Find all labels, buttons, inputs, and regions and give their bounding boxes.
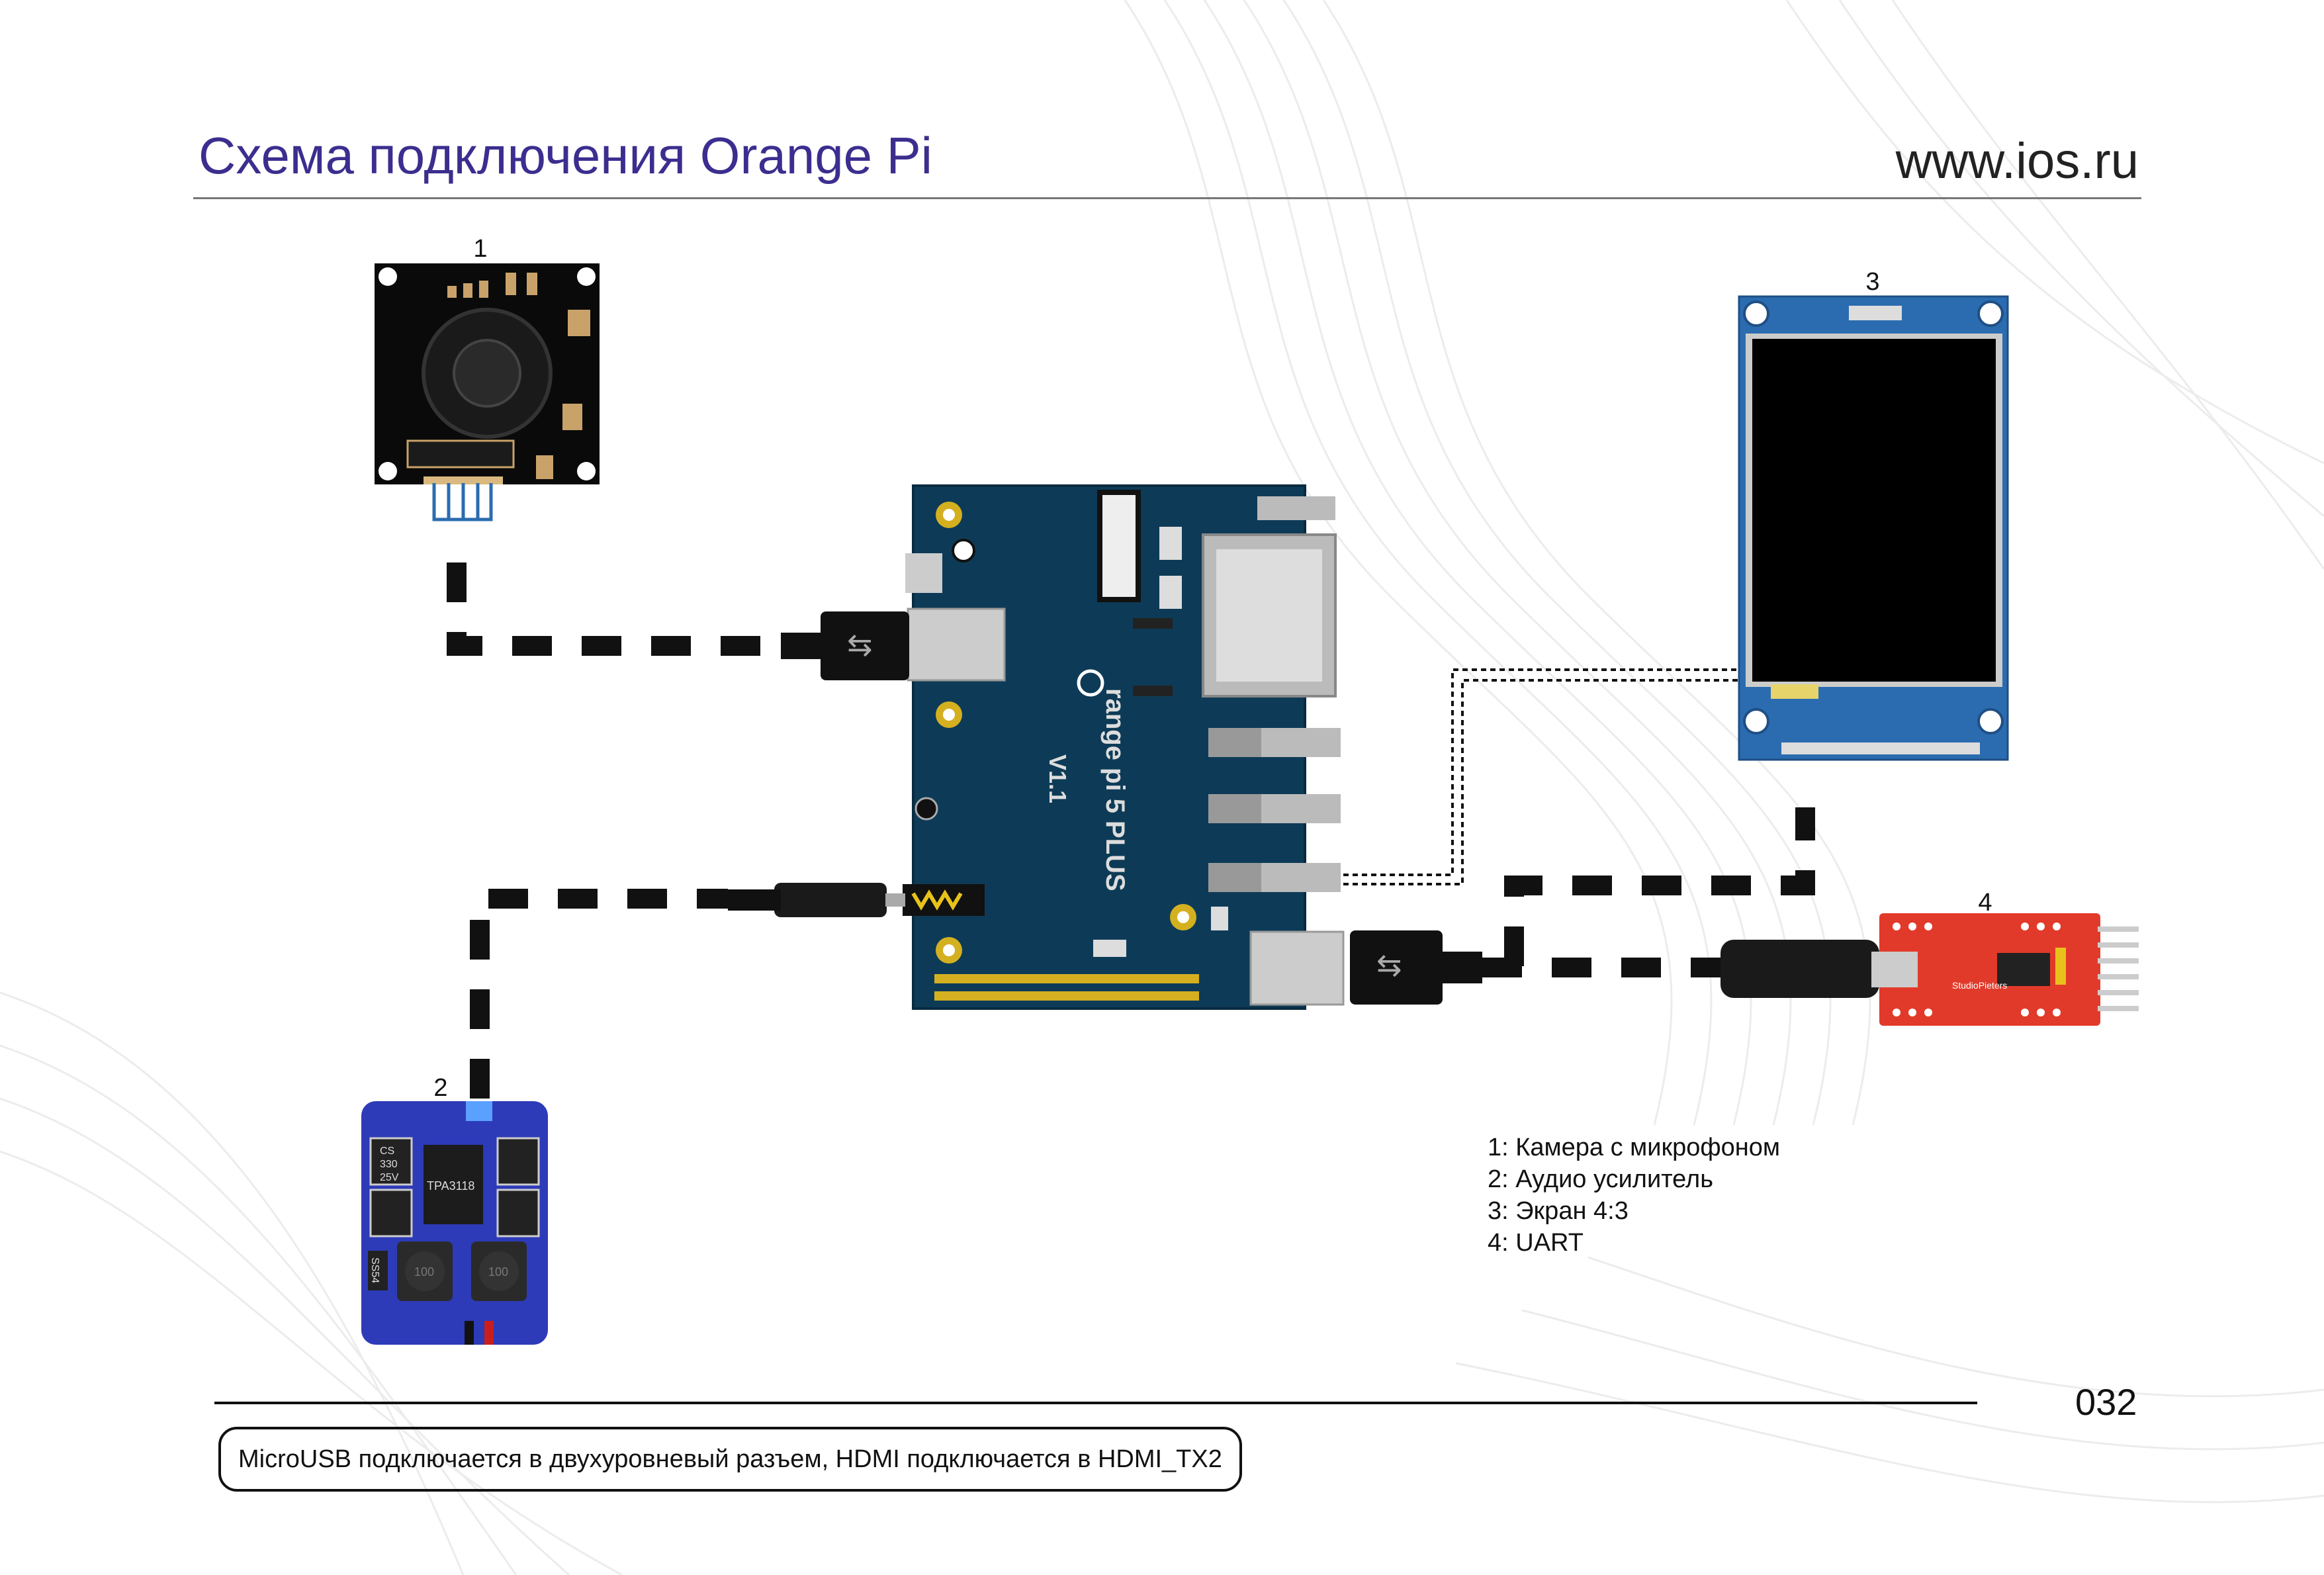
uart-module: StudioPieters [1871, 913, 2139, 1026]
wire-camera [447, 562, 781, 656]
label-screen: 3 [1865, 268, 1879, 296]
amp-inductor-1: 100 [414, 1265, 434, 1279]
wire-screen [1504, 807, 1815, 966]
screen-module [1738, 295, 2009, 761]
amp-cap-3: 25V [380, 1172, 399, 1183]
site-url: www.ios.ru [1895, 133, 2139, 189]
amplifier-module: TPA3118 CS 330 25V SS54 100 100 [361, 1101, 548, 1345]
amp-cap-2: 330 [380, 1159, 398, 1170]
orange-pi-board: range pi 5 PLUS V1.1 [903, 484, 1345, 1010]
svg-text:⇆: ⇆ [1376, 947, 1402, 983]
footer-divider [214, 1402, 1977, 1404]
header-divider [193, 197, 2141, 199]
label-uart: 4 [1978, 889, 1992, 917]
uart-brand: StudioPieters [1952, 980, 2007, 991]
legend: 1: Камера с микрофоном 2: Аудио усилител… [1488, 1132, 1780, 1259]
footer-note: MicroUSB подключается в двухуровневый ра… [218, 1427, 1242, 1492]
amp-inductor-2: 100 [488, 1265, 508, 1279]
legend-item: 1: Камера с микрофоном [1488, 1134, 1781, 1161]
board-version: V1.1 [1044, 754, 1071, 803]
wire-hdmi [1343, 668, 1740, 885]
usb-cable-camera: ⇆ [781, 611, 909, 680]
camera-header-pins [432, 483, 493, 521]
page-number: 032 [2075, 1381, 2137, 1423]
wire-amplifier [470, 889, 728, 1099]
amp-diode: SS54 [369, 1257, 380, 1283]
usb-cable-uart: ⇆ [1350, 930, 1879, 1005]
label-amplifier: 2 [433, 1074, 447, 1102]
page-title: Схема подключения Orange Pi [199, 126, 932, 185]
legend-item: 4: UART [1488, 1229, 1584, 1257]
audio-cable [728, 883, 905, 917]
amp-cap-1: CS [380, 1146, 394, 1157]
camera-module [375, 263, 600, 484]
legend-item: 3: Экран 4:3 [1488, 1197, 1629, 1225]
board-brand: range pi 5 PLUS [1100, 688, 1130, 891]
amp-chip-label: TPA3118 [427, 1179, 474, 1192]
label-camera: 1 [473, 235, 487, 263]
svg-text:⇆: ⇆ [847, 627, 873, 662]
legend-item: 2: Аудио усилитель [1488, 1165, 1714, 1193]
